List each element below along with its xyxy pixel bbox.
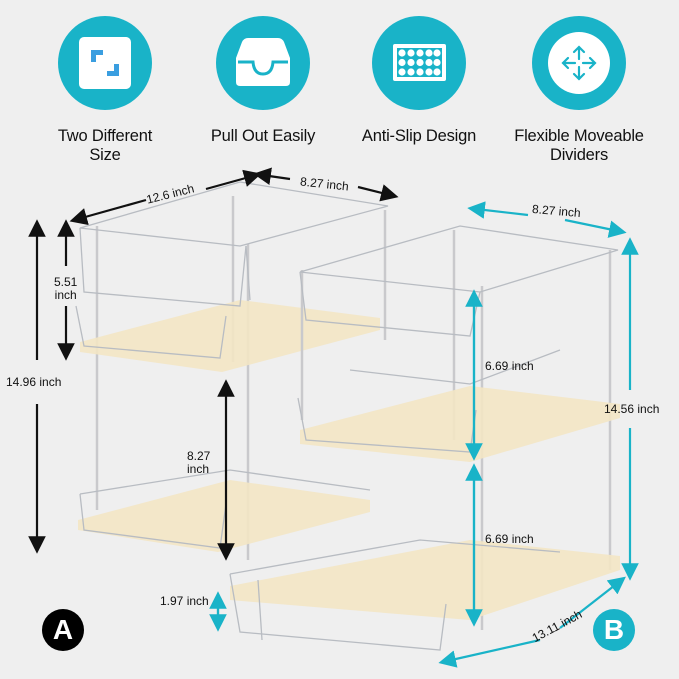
drawer-tray-icon xyxy=(216,16,310,110)
feature-flexible-dividers: Flexible Moveable Dividers xyxy=(504,16,654,165)
resize-corners-icon xyxy=(58,16,152,110)
b-total-height-label: 14.56 inch xyxy=(604,402,660,416)
b-top-tier-height-label: 6.69 inch xyxy=(485,359,534,373)
a-tier-gap-label: 8.27 inch xyxy=(187,449,211,476)
feature-two-different-size: Two Different Size xyxy=(40,16,170,165)
b-bottom-tier-height-label: 6.69 inch xyxy=(485,532,534,546)
a-bottom-clearance-label: 1.97 inch xyxy=(160,594,209,608)
feature-label: Anti-Slip Design xyxy=(361,127,477,145)
organizer-b-badge: B xyxy=(593,609,635,651)
feature-label: Pull Out Easily xyxy=(210,127,316,145)
feature-anti-slip-design: Anti-Slip Design xyxy=(354,16,484,146)
dotted-mat-icon xyxy=(372,16,466,110)
feature-label: Flexible Moveable Dividers xyxy=(514,127,644,164)
organizer-a-badge: A xyxy=(42,609,84,651)
move-arrows-icon xyxy=(532,16,626,110)
feature-pull-out-easily: Pull Out Easily xyxy=(198,16,328,146)
feature-label: Two Different Size xyxy=(57,127,153,164)
a-top-tier-height-label: 5.51 inch xyxy=(54,275,78,302)
a-total-height-label: 14.96 inch xyxy=(6,375,62,389)
